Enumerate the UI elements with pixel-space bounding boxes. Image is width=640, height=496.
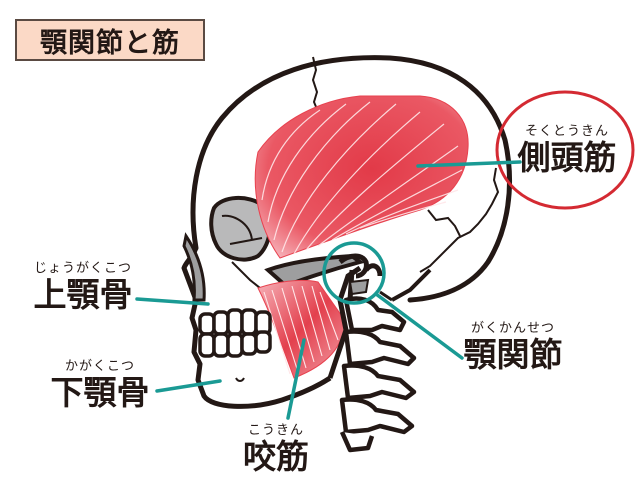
diagram-title: 顎関節と筋 bbox=[40, 27, 180, 59]
squamous-suture bbox=[427, 209, 461, 237]
leader-line-temporalis bbox=[416, 160, 522, 168]
nasal-bone bbox=[182, 232, 206, 302]
cranium-outline bbox=[190, 55, 512, 303]
temporalis-fibers bbox=[261, 101, 463, 255]
text-maxilla: 上顎骨 bbox=[33, 275, 133, 314]
temporalis-highlight-circle bbox=[495, 90, 635, 210]
leader-line-masseter bbox=[286, 338, 306, 420]
mental-foramen bbox=[235, 377, 245, 382]
tmj-highlight-circle bbox=[322, 241, 386, 305]
orbit bbox=[209, 196, 273, 262]
label-maxilla: じょうがくこつ 上顎骨 bbox=[28, 262, 138, 311]
cervical-spine bbox=[339, 296, 417, 453]
leader-line-mandible bbox=[155, 379, 222, 393]
text-tmj: 顎関節 bbox=[463, 335, 563, 374]
temporalis-muscle bbox=[254, 95, 469, 259]
text-masseter: 咬筋 bbox=[243, 437, 309, 476]
text-mandible: 下顎骨 bbox=[50, 373, 150, 412]
diagram-title-box: 顎関節と筋 bbox=[15, 19, 205, 61]
coronal-suture bbox=[311, 56, 320, 115]
label-temporalis: そくとうきん 側頭筋 bbox=[512, 125, 622, 174]
text-temporalis: 側頭筋 bbox=[517, 138, 617, 177]
label-masseter: こうきん 咬筋 bbox=[236, 424, 316, 473]
lambdoid-suture bbox=[419, 167, 500, 273]
ruby-masseter: こうきん bbox=[247, 423, 304, 438]
leader-line-tmj bbox=[374, 292, 464, 360]
leader-line-maxilla bbox=[135, 297, 210, 306]
ruby-maxilla: じょうがくこつ bbox=[33, 261, 132, 276]
label-mandible: かがくこつ 下顎骨 bbox=[45, 360, 155, 409]
teeth bbox=[198, 308, 272, 358]
face-profile bbox=[181, 246, 332, 409]
label-tmj: がくかんせつ 顎関節 bbox=[458, 322, 568, 371]
ruby-tmj: がくかんせつ bbox=[470, 321, 555, 336]
ruby-temporalis: そくとうきん bbox=[524, 124, 609, 139]
occipital-line bbox=[391, 268, 432, 302]
ruby-mandible: かがくこつ bbox=[64, 359, 135, 374]
